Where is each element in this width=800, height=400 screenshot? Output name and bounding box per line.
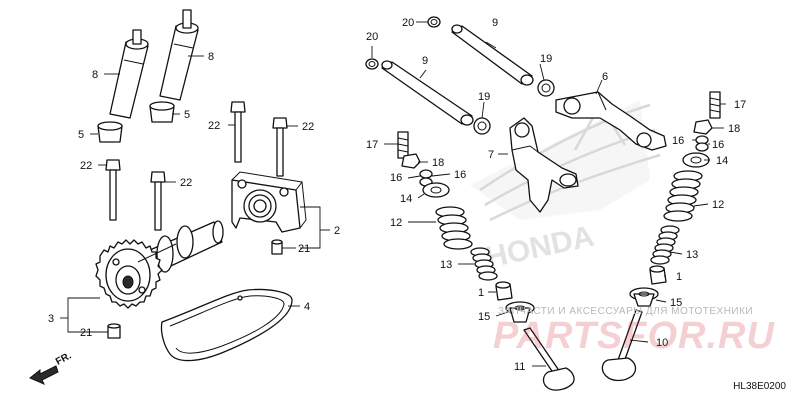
callout-2: 2 — [334, 225, 340, 237]
callout-3: 3 — [48, 313, 54, 325]
callout-15-left: 15 — [478, 311, 490, 323]
callout-16-right-b: 16 — [712, 139, 724, 151]
bushing-right[interactable] — [149, 101, 175, 123]
callout-16-left-b: 16 — [454, 169, 466, 181]
callout-5-right: 5 — [184, 109, 190, 121]
o-ring-lower[interactable] — [365, 58, 379, 70]
diagram-code: HL38E0200 — [733, 381, 786, 392]
lock-nut-left[interactable] — [401, 153, 421, 169]
bolt-left[interactable] — [105, 159, 121, 221]
callout-17-left: 17 — [366, 139, 378, 151]
valve-spring-outer-left[interactable] — [435, 206, 473, 250]
watermark-tagline: ЗАПЧАСТИ И АКСЕССУАРЫ ДЛЯ МОТОТЕХНИКИ — [498, 306, 754, 317]
callout-18-left: 18 — [432, 157, 444, 169]
seal-lower[interactable] — [473, 117, 491, 135]
bushing-left[interactable] — [97, 121, 123, 143]
callout-labels: 20 9 20 9 19 6 19 17 17 18 16 16 7 18 16… — [48, 17, 746, 373]
rocker-arm-intake[interactable] — [509, 117, 579, 213]
oil-guide-plate[interactable] — [160, 288, 293, 362]
callout-11: 11 — [514, 361, 525, 373]
callout-14-left: 14 — [400, 193, 412, 205]
valve-seal-left[interactable] — [505, 301, 535, 323]
callout-9-upper: 9 — [492, 17, 498, 29]
callout-20-upper: 20 — [402, 17, 414, 29]
cam-holder[interactable] — [231, 171, 307, 233]
callout-21-upper: 21 — [298, 243, 310, 255]
callout-22-holder-right: 22 — [302, 121, 314, 133]
callout-4: 4 — [304, 301, 310, 313]
callout-6: 6 — [602, 71, 608, 83]
retainer-left[interactable] — [422, 182, 450, 198]
seal-upper[interactable] — [537, 79, 555, 97]
bolt-cam-holder-right[interactable] — [272, 117, 288, 177]
o-ring-upper[interactable] — [427, 16, 441, 28]
callout-19-upper: 19 — [540, 53, 552, 65]
callout-22-center: 22 — [180, 177, 192, 189]
callout-1-right: 1 — [676, 271, 682, 283]
bolt-center-left[interactable] — [150, 171, 166, 231]
rocker-arm-shaft-lower[interactable] — [381, 60, 474, 126]
exhaust-valve[interactable] — [601, 309, 643, 382]
lock-nut-right[interactable] — [693, 119, 713, 135]
cotter-right[interactable] — [695, 135, 709, 152]
rocker-arm-shaft-upper[interactable] — [451, 24, 534, 86]
valve-spring-outer-right[interactable] — [663, 170, 703, 222]
camshaft-sprocket[interactable] — [95, 220, 224, 309]
dowel-pin-upper[interactable] — [271, 239, 283, 255]
callout-14-right: 14 — [716, 155, 728, 167]
callout-17-right: 17 — [734, 99, 746, 111]
valve-spring-inner-left[interactable] — [470, 247, 498, 281]
callout-16-right-a: 16 — [672, 135, 684, 147]
callout-22-holder-left: 22 — [208, 120, 220, 132]
retainer-right[interactable] — [682, 152, 710, 168]
spring-seat-right[interactable] — [649, 265, 667, 285]
rocker-arm-exhaust[interactable] — [555, 91, 667, 151]
valve-spring-inner-right[interactable] — [650, 225, 680, 265]
callout-12-right: 12 — [712, 199, 724, 211]
callout-19-lower: 19 — [478, 91, 490, 103]
callout-7: 7 — [488, 149, 494, 161]
callout-8-left: 8 — [92, 69, 98, 81]
callout-16-left-a: 16 — [390, 172, 402, 184]
bolt-cam-holder-left[interactable] — [230, 101, 246, 163]
rocker-shaft-left[interactable] — [109, 29, 149, 119]
callout-22-left: 22 — [80, 160, 92, 172]
callout-1-left: 1 — [478, 287, 484, 299]
front-direction-arrow — [29, 365, 59, 385]
honda-watermark-text: HONDA — [483, 220, 597, 275]
callout-18-right: 18 — [728, 123, 740, 135]
watermark-site-name: PARTSFOR.RU — [493, 315, 775, 357]
adjuster-screw-right[interactable] — [709, 91, 721, 119]
callout-12-left: 12 — [390, 217, 402, 229]
intake-valve[interactable] — [523, 327, 575, 391]
callout-15-right: 15 — [670, 297, 682, 309]
callout-21-lower: 21 — [80, 327, 92, 339]
dowel-pin-lower[interactable] — [107, 323, 121, 339]
spring-seat-left[interactable] — [495, 281, 513, 301]
leader-lines — [60, 21, 726, 367]
callout-13-left: 13 — [440, 259, 452, 271]
rocker-shaft-right[interactable] — [159, 9, 199, 101]
callout-8-right: 8 — [208, 51, 214, 63]
valve-seal-right[interactable] — [629, 287, 659, 307]
callout-10: 10 — [656, 337, 668, 349]
callout-13-right: 13 — [686, 249, 698, 261]
callout-5-left: 5 — [78, 129, 84, 141]
callout-20-lower: 20 — [366, 31, 378, 43]
adjuster-screw-left[interactable] — [397, 131, 409, 159]
callout-9-lower: 9 — [422, 55, 428, 67]
